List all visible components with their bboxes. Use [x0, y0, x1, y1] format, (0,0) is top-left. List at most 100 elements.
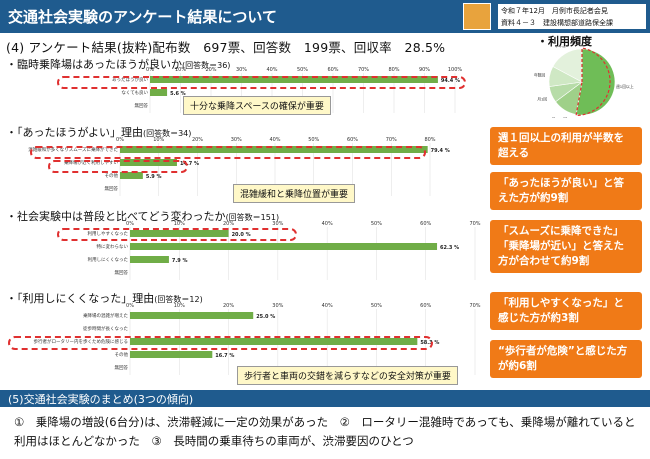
axis-tick-label: 40%	[266, 67, 277, 73]
bubble-danger: “歩行者が危険”と感じた方が約6割	[490, 340, 642, 378]
axis-tick-label: 20%	[192, 137, 203, 143]
axis-tick-label: 10%	[175, 67, 186, 73]
value-label: 14.7 %	[180, 161, 199, 167]
axis-tick-label: 40%	[322, 221, 333, 227]
pie-slice	[575, 48, 616, 116]
axis-tick-label: 0%	[126, 221, 134, 227]
category-label: 無回答	[135, 102, 149, 109]
bar-chart-svg: 0% 10% 20% 30% 40% 50% 60% 70% 80% 90% 100% あったほうが良…	[112, 67, 463, 113]
axis-tick-label: 20%	[223, 221, 234, 227]
chart-reasons-bad: 0% 10% 20% 30% 40% 50% 60% 70% 乗降場の混雑が増えた 25.0 % 徒…	[0, 302, 490, 384]
bar	[150, 89, 168, 96]
pie-svg: 週1回以上月2~3回月1回年数回その他	[534, 43, 634, 121]
axis-tick-label: 60%	[420, 303, 431, 309]
bar	[130, 338, 418, 345]
bar-chart-svg: 0% 10% 20% 30% 40% 50% 60% 70% 乗降場の混雑が増えた 25.0 % 徒…	[34, 303, 481, 375]
section-label-1: ・臨時乗降場はあったほうが良いか(回答数＝36)	[6, 58, 231, 71]
pie-label: その他	[554, 46, 566, 48]
axis-tick-label: 50%	[308, 137, 319, 143]
callout-congestion: 混雑緩和と乗降位置が重要	[233, 184, 356, 203]
value-label: 25.0 %	[256, 314, 275, 320]
pie-label: 月2~3回	[552, 117, 568, 118]
section-label-3: ・社会実験中は普段と比べてどう変わったか(回答数＝151)	[6, 210, 280, 223]
callout-safety: 歩行者と車両の交錯を減らすなどの安全対策が重要	[237, 366, 458, 385]
value-label: 5.6 %	[170, 91, 186, 97]
value-label: 20.0 %	[232, 232, 251, 238]
axis-tick-label: 70%	[358, 67, 369, 73]
category-label: 歩行者がロータリー内を歩くため危険に感じる	[34, 338, 129, 345]
category-label: 無回答	[105, 185, 119, 192]
axis-tick-label: 10%	[174, 303, 185, 309]
summary-bar	[0, 390, 650, 407]
category-label: なくても良い	[121, 89, 148, 96]
bar	[120, 159, 177, 166]
axis-tick-label: 40%	[322, 303, 333, 309]
pie-label: 月1回	[537, 96, 547, 101]
summary-title: (5)交通社会実験のまとめ(3つの傾向)	[8, 393, 194, 406]
axis-tick-label: 20%	[205, 67, 216, 73]
axis-tick-label: 70%	[386, 137, 397, 143]
survey-heading: (4) アンケート結果(抜粋)配布数 697票、回答数 199票、回収率 28.…	[6, 40, 446, 55]
axis-tick-label: 60%	[347, 137, 358, 143]
axis-tick-label: 70%	[469, 303, 480, 309]
callout-space: 十分な乗降スペースの確保が重要	[183, 96, 331, 115]
axis-tick-label: 60%	[327, 67, 338, 73]
value-label: 79.4 %	[431, 148, 450, 154]
axis-tick-label: 30%	[272, 221, 283, 227]
highlight-box	[48, 160, 188, 173]
category-label: その他	[115, 351, 129, 358]
bubble-easier: 「利用しやすくなった」と感じた方が約3割	[490, 292, 642, 330]
highlight-box	[57, 76, 466, 89]
page-title: 交通社会実験のアンケート結果について	[8, 8, 277, 26]
highlight-box	[8, 336, 433, 350]
category-label: その他	[105, 172, 119, 179]
axis-tick-label: 90%	[419, 67, 430, 73]
category-label: 乗降場が近く利用しやすい	[64, 159, 118, 166]
chart-need-stop: 0% 10% 20% 30% 40% 50% 60% 70% 80% 90% 100% あったほうが良…	[0, 66, 470, 120]
axis-tick-label: 60%	[420, 221, 431, 227]
axis-tick-label: 30%	[231, 137, 242, 143]
bar	[120, 172, 143, 179]
category-label: 混雑緩和が多くなりスムーズに乗降ができた	[28, 146, 118, 153]
axis-tick-label: 0%	[146, 67, 154, 73]
category-label: 徒歩時間が長くなった	[83, 325, 128, 332]
bubble-weekly: 週１回以上の利用が半数を超える	[490, 127, 642, 165]
axis-tick-label: 80%	[424, 137, 435, 143]
axis-tick-label: 50%	[371, 221, 382, 227]
bar	[130, 243, 438, 250]
bar	[150, 76, 438, 83]
axis-tick-label: 20%	[223, 303, 234, 309]
summary-text: ① 乗降場の増設(6台分)は、渋滞軽減に一定の効果があった ② ロータリー混雑時…	[14, 415, 636, 448]
frequency-title: ・利用頻度	[537, 35, 592, 48]
value-label: 94.4 %	[441, 78, 460, 84]
axis-tick-label: 30%	[272, 303, 283, 309]
axis-tick-label: 80%	[388, 67, 399, 73]
bar	[130, 351, 213, 358]
bubble-smooth: 「スムーズに乗降できた」「乗降場が近い」と答えた方が合わせて約9割	[490, 220, 642, 273]
category-label: 乗降場の混雑が増えた	[83, 312, 128, 319]
axis-tick-label: 0%	[126, 303, 134, 309]
axis-tick-label: 50%	[297, 67, 308, 73]
category-label: あったほうが良い	[112, 76, 148, 83]
section-label-2: ・「あったほうがよい」理由(回答数＝34)	[6, 126, 192, 139]
section-label-4: ・「利用しにくくなった」理由(回答数＝12)	[6, 292, 203, 305]
info-line-1: 令和７年12月 月例市長記者会見	[501, 7, 608, 15]
axis-tick-label: 100%	[448, 67, 463, 73]
value-label: 62.3 %	[440, 245, 459, 251]
axis-tick-label: 50%	[371, 303, 382, 309]
axis-tick-label: 10%	[153, 137, 164, 143]
bar	[130, 256, 169, 263]
axis-tick-label: 30%	[236, 67, 247, 73]
pie-label: 年数回	[534, 72, 546, 77]
axis-tick-label: 70%	[469, 221, 480, 227]
axis-tick-label: 40%	[269, 137, 280, 143]
bar	[120, 146, 428, 153]
category-label: 無回答	[115, 364, 129, 371]
value-label: 16.7 %	[215, 353, 234, 359]
category-label: 利用しにくくなった	[88, 256, 129, 263]
bar	[130, 230, 229, 237]
bubble-need: 「あったほうが良い」と答えた方が約9割	[490, 172, 642, 210]
value-label: 5.9 %	[146, 174, 162, 180]
